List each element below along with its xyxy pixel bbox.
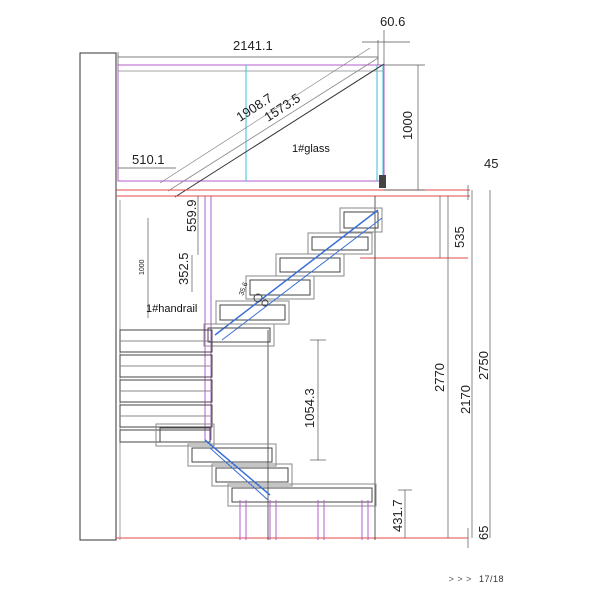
dim-post-height: 559.9	[184, 199, 199, 232]
dim-total-height-b: 2750	[476, 351, 491, 380]
dim-small-height: 1000	[139, 259, 146, 275]
dim-mid-height: 2170	[458, 385, 473, 414]
dim-rail-height: 1000	[400, 111, 415, 140]
upper-flight	[215, 207, 383, 325]
dim-small-angle: 35.6	[238, 281, 249, 296]
upper-railing-frame	[117, 64, 385, 182]
dim-base-offset: 65	[476, 526, 491, 540]
dim-lower-flight: 1054.3	[302, 388, 317, 428]
dim-landing-offset: 510.1	[132, 152, 165, 167]
dim-upper-riser: 535	[452, 226, 467, 248]
dim-top-offset: 60.6	[380, 14, 405, 29]
label-handrail: 1#handrail	[146, 303, 197, 315]
winder-landing	[203, 323, 275, 347]
page-indicator: > > > 17/18	[449, 574, 504, 584]
diagonal-dim	[159, 47, 371, 184]
dim-lower-post: 352.5	[176, 252, 191, 285]
handrail-bracket	[379, 175, 386, 188]
dim-top-width: 2141.1	[233, 38, 273, 53]
left-stack	[119, 329, 213, 443]
connector-2	[261, 299, 269, 307]
dimension-lines	[117, 30, 491, 548]
upper-flight-stringer	[214, 209, 379, 336]
next-arrows-icon[interactable]: > > >	[448, 574, 472, 584]
lower-flight-stringer	[204, 439, 271, 496]
dim-floor-thickness: 45	[484, 156, 498, 171]
page-number: 17/18	[478, 574, 504, 584]
lower-flight-stringer-2	[209, 447, 269, 501]
dim-total-height-a: 2770	[432, 363, 447, 392]
lower-flight	[155, 423, 377, 507]
diagonal-rail-1	[174, 63, 385, 198]
label-glass: 1#glass	[292, 143, 330, 155]
connector-1	[253, 293, 263, 303]
diagonal-rail-2	[167, 57, 379, 192]
wall	[79, 52, 117, 541]
upper-flight-stringer-2	[221, 217, 383, 341]
bottom-posts	[239, 500, 369, 540]
dim-bottom-step: 431.7	[390, 499, 405, 532]
